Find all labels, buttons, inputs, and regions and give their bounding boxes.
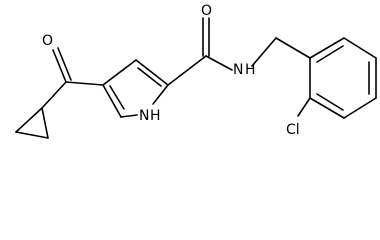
bond-ketone-co-a	[52, 49, 67, 83]
bond-pyrrole-c3-c2	[135, 59, 169, 86]
atom-amide-oxygen: O	[201, 3, 212, 19]
atom-ketone-oxygen: O	[42, 33, 53, 49]
bond-benzene-5	[309, 97, 345, 119]
atom-amide-nitrogen: N	[233, 62, 243, 78]
bond-pyrrole-c5-c4-inner	[109, 85, 125, 110]
bond-pyrrole-c4-c3	[102, 59, 137, 86]
bond-benzene-1	[309, 37, 345, 59]
bond-cyclopropyl-carbonyl	[41, 81, 67, 109]
bond-benzene-4	[343, 97, 377, 119]
bond-pyrrole-c2-n1	[152, 84, 169, 105]
bond-cyclopropyl-2	[41, 107, 49, 139]
atom-amide-hydrogen: H	[245, 62, 256, 78]
chemical-structure-diagram: O O N H N H Cl	[15, 3, 377, 139]
bond-benzene-inner-3	[316, 93, 344, 111]
bond-pyrrole-c3-c2-inner	[137, 67, 162, 87]
bond-benzene-cl	[297, 97, 311, 117]
bond-benzene-inner-1	[316, 45, 344, 63]
bond-cyclopropyl-1	[15, 107, 43, 133]
atom-pyrrole-nitrogen: N	[139, 108, 149, 124]
atom-pyrrole-hydrogen: H	[150, 108, 161, 124]
bond-cyclopropyl-3	[15, 131, 49, 139]
bond-carbonyl-pyrrole	[65, 81, 104, 86]
bond-ch2-benzene	[275, 37, 311, 59]
bond-amide-cn	[205, 55, 233, 71]
bond-benzene-2	[343, 37, 377, 59]
bond-pyrrole-n1-c5	[120, 114, 138, 118]
bond-n-ch2	[251, 37, 277, 67]
atom-labels: O O N H N H Cl	[42, 3, 300, 138]
bond-pyrrole-amide	[167, 55, 207, 86]
bond-ketone-co-b	[57, 47, 72, 81]
atom-chlorine: Cl	[286, 122, 300, 138]
bond-pyrrole-c5-c4	[102, 84, 122, 118]
bond-lines	[15, 17, 377, 139]
